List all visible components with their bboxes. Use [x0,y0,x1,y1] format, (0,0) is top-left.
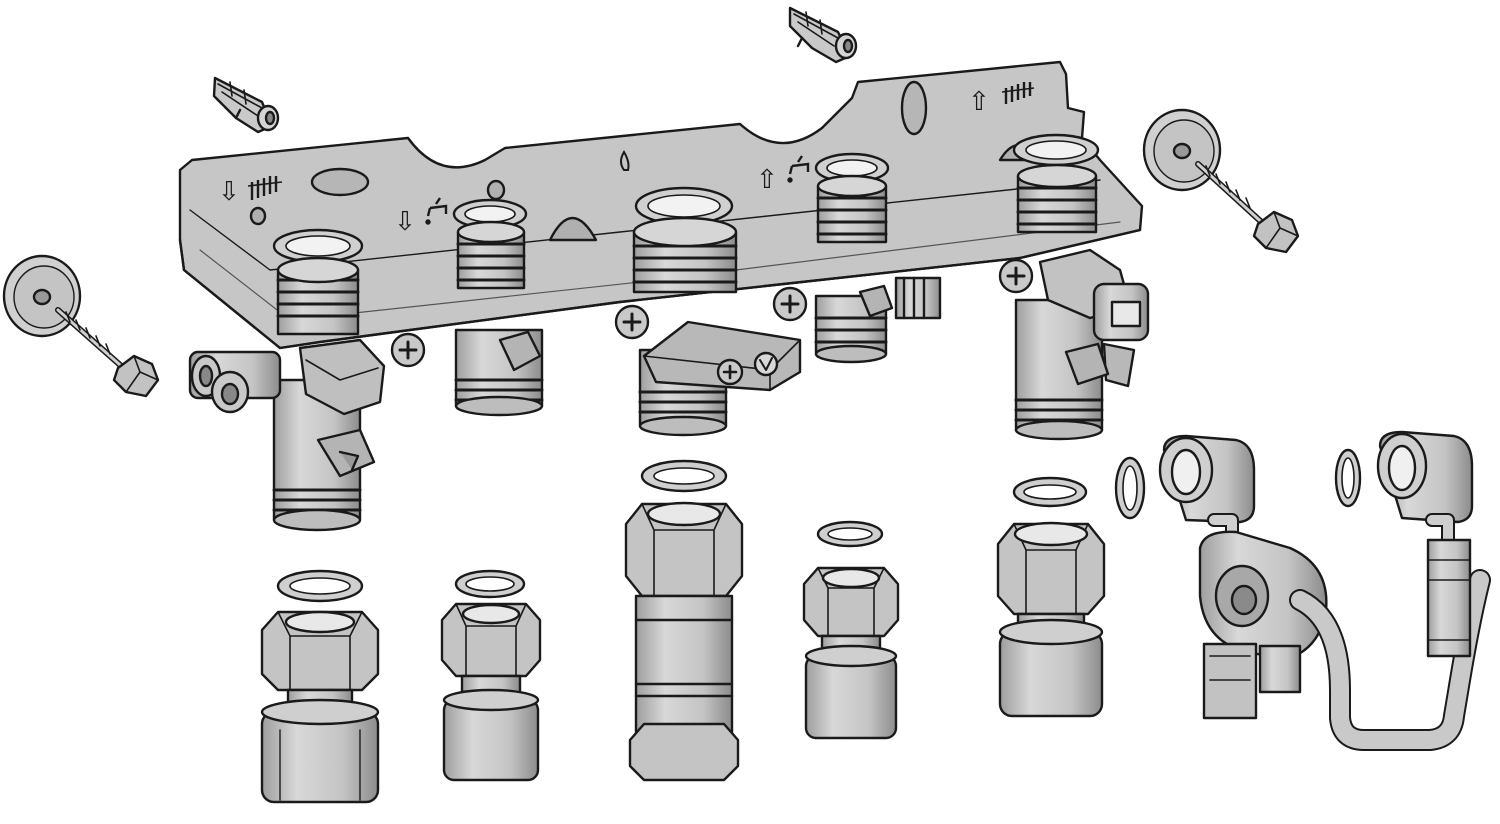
arrow-up-icon: ⇧ [756,165,778,195]
arrow-down-icon: ⇩ [218,177,240,207]
tap-icon [787,155,810,183]
valve-side-inlet [188,350,282,414]
washer-2 [454,569,526,599]
radiator-icon [1001,82,1035,104]
valve-hot-water [454,328,544,417]
washer-4 [816,520,884,548]
connector-heating-flow [272,228,364,336]
valve-heating-flow [272,338,386,532]
arrow-down-icon: ⇩ [394,207,416,237]
screw-washer-left [2,254,160,398]
fitting-1 [260,610,380,804]
washer-3 [640,459,728,493]
wall-plug-right [788,6,858,64]
arrow-up-icon: ⇧ [968,87,990,117]
connector-gas [632,186,738,294]
fitting-2 [440,602,542,782]
wall-plug-left [212,76,280,134]
symbol-gas [620,150,630,171]
radiator-icon [247,176,283,200]
washer-6 [1114,456,1146,520]
tap-icon [425,197,448,225]
fitting-4 [802,566,900,740]
flame-icon [620,150,630,171]
washer-7 [1334,448,1362,508]
symbol-hot-water: ⇩ [394,197,448,237]
symbol-heating-return: ⇧ [968,82,1035,117]
connector-heating-return [1012,133,1100,234]
valve-heating-return [1014,248,1150,441]
valve-cold-water [814,276,942,364]
fitting-5 [996,521,1106,718]
washer-5 [1012,476,1088,508]
fitting-3 [624,501,744,782]
gas-valve [638,320,802,437]
symbol-heating-flow: ⇩ [218,176,283,207]
filling-loop-assembly [1158,430,1491,751]
symbol-cold-water: ⇧ [756,155,810,195]
connector-cold-water [814,152,890,244]
connector-hot-water [452,198,528,290]
screw-washer-right [1142,108,1300,254]
washer-1 [276,569,364,603]
